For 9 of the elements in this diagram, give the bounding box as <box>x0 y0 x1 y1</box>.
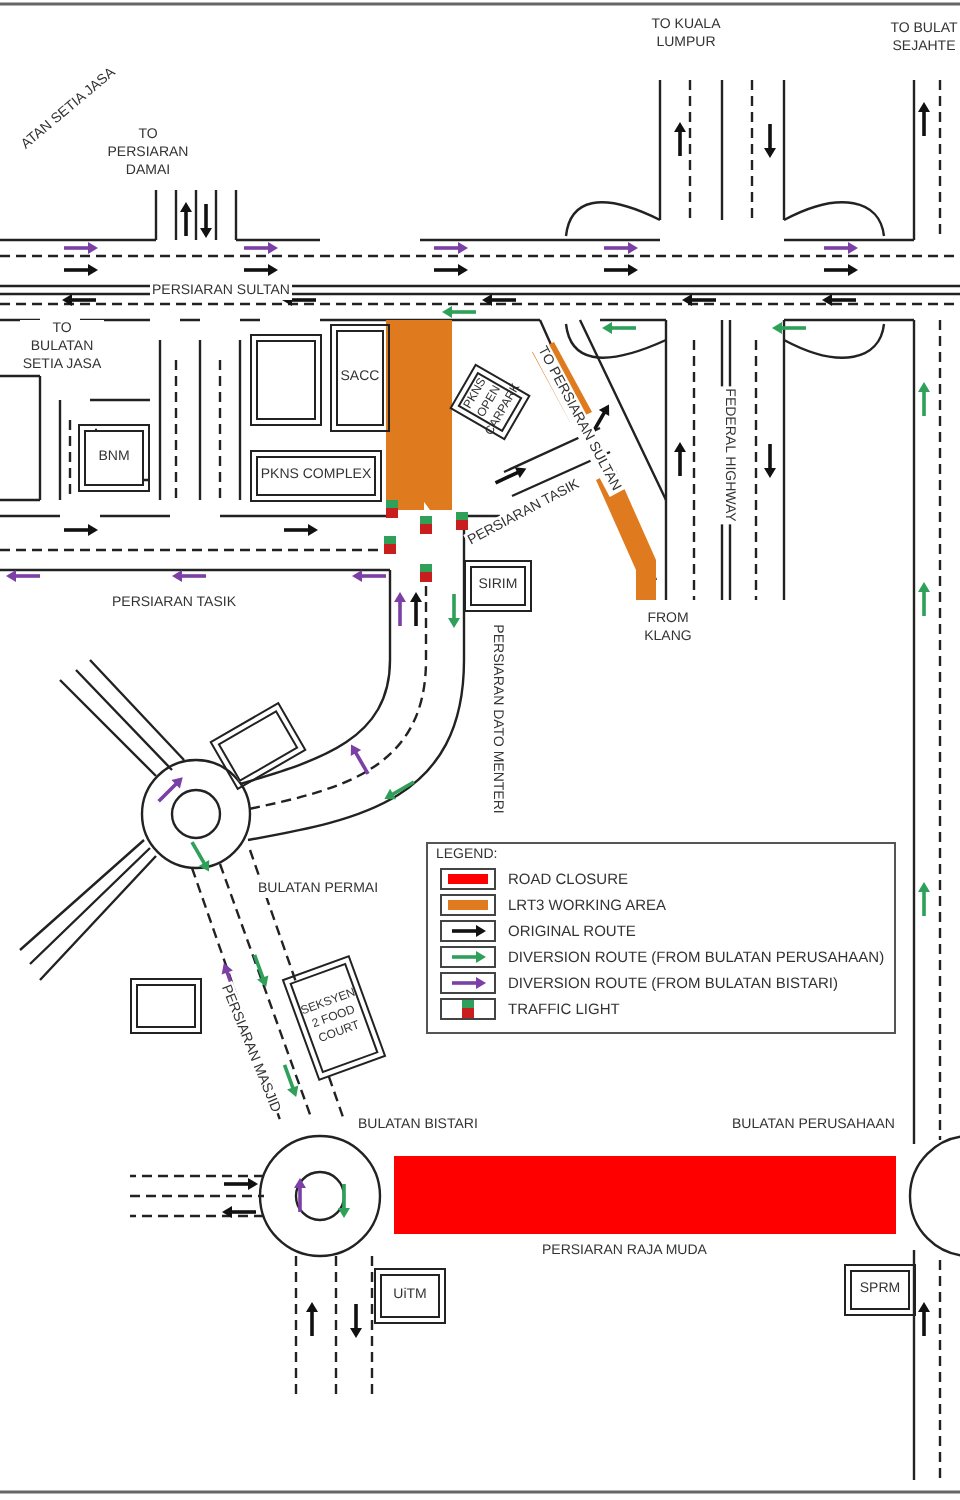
building-block <box>470 566 526 606</box>
building-block <box>380 1274 440 1318</box>
building-block <box>289 962 379 1074</box>
building-block <box>136 984 196 1028</box>
building-block <box>84 430 144 486</box>
building-block <box>256 340 316 420</box>
building-block <box>256 456 376 496</box>
building-block <box>850 1270 910 1310</box>
building-block <box>336 330 384 426</box>
